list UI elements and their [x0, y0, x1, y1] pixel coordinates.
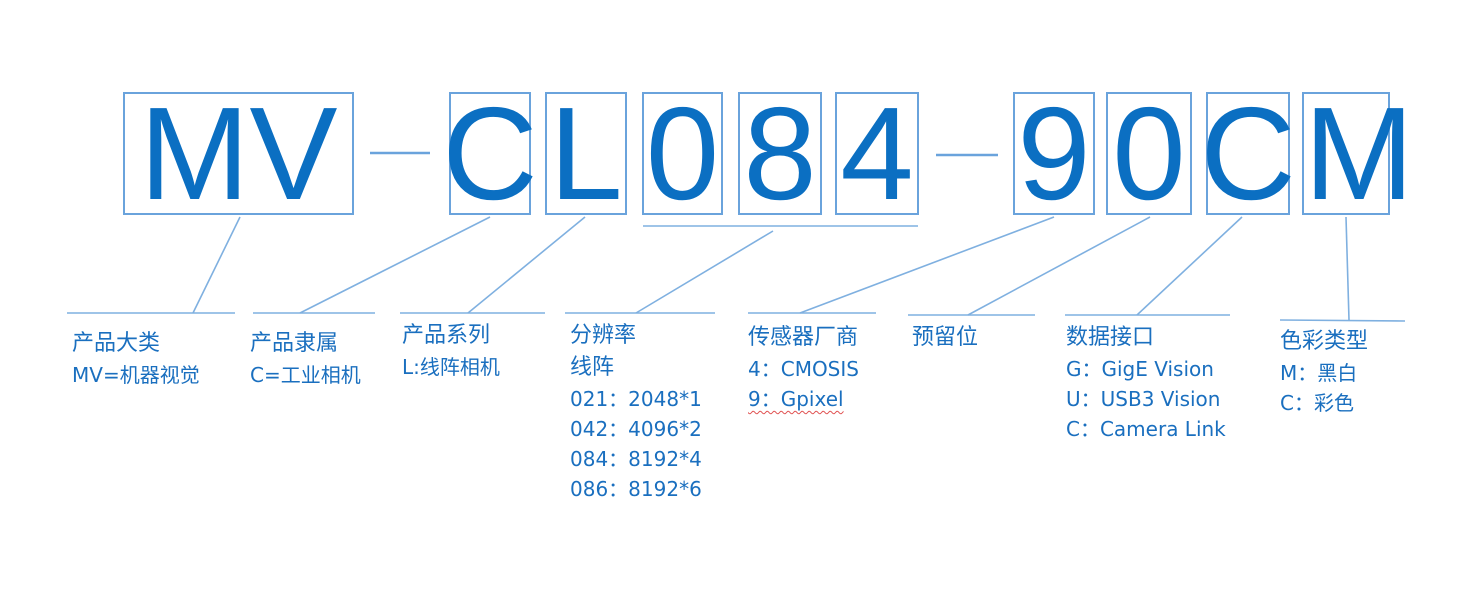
code-0b: 0: [1112, 79, 1186, 227]
box-c: C: [442, 87, 537, 219]
box-0: 0: [642, 87, 723, 219]
label-reserved: 预留位: [912, 325, 979, 350]
code-c: C: [442, 79, 538, 227]
label-sensor: 传感器厂商 4：CMOSIS 9：Gpixel: [748, 325, 859, 411]
code-m: M: [1304, 79, 1414, 227]
code-mv: MV: [139, 79, 338, 227]
box-m: M: [1302, 87, 1414, 219]
code-4: 4: [840, 79, 914, 227]
label-series: 产品系列 L:线阵相机: [402, 323, 500, 379]
box-9: 9: [1013, 87, 1095, 219]
code-cc: C: [1200, 79, 1296, 227]
code-9: 9: [1017, 79, 1091, 227]
label-interface: 数据接口 G：GigE Vision U：USB3 Vision C：Camer…: [1066, 325, 1226, 441]
label-category: 产品大类 MV=机器视觉: [72, 331, 200, 387]
box-4: 4: [835, 87, 919, 219]
box-l: L: [545, 87, 627, 219]
label-color: 色彩类型 M：黑白 C：彩色: [1280, 329, 1369, 415]
box-8: 8: [738, 87, 822, 219]
label-affiliation: 产品隶属 C=工业相机: [250, 331, 361, 387]
code-8: 8: [743, 79, 817, 227]
code-0: 0: [645, 79, 720, 227]
box-cc: C: [1200, 87, 1295, 219]
label-resolution: 分辨率 线阵 021：2048*1 042：4096*2 084：8192*4 …: [570, 323, 702, 501]
code-l: L: [549, 79, 623, 227]
box-0b: 0: [1106, 87, 1192, 219]
box-mv: MV: [123, 87, 354, 219]
